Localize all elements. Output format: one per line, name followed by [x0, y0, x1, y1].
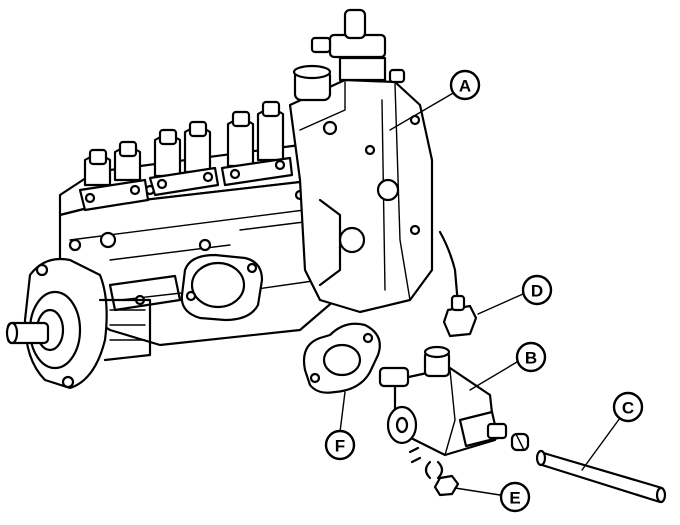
- callout-d: D: [521, 274, 553, 306]
- part-d-line-and-nut: [438, 230, 478, 338]
- callout-e: E: [499, 481, 531, 513]
- governor-housing: [288, 78, 434, 314]
- leader-lines: [339, 91, 621, 496]
- drive-flange: [5, 257, 152, 390]
- callout-e-label: E: [509, 489, 520, 508]
- delivery-valve-holders: [78, 100, 294, 212]
- part-f-gasket: [302, 322, 381, 394]
- callout-c-label: C: [622, 399, 634, 418]
- part-b-feed-pump: [378, 345, 508, 457]
- callout-d-label: D: [531, 282, 543, 301]
- part-e-washer-and-nut: [408, 446, 460, 497]
- top-fitting: [292, 8, 406, 102]
- inspection-cover: [180, 253, 264, 322]
- hose-clamp: [510, 432, 530, 452]
- part-c-fuel-hose: [535, 449, 667, 504]
- callout-c: C: [612, 391, 644, 423]
- callout-a-label: A: [459, 77, 471, 96]
- callout-f: F: [324, 429, 356, 461]
- callout-f-label: F: [335, 437, 345, 456]
- callout-b-label: B: [525, 349, 537, 368]
- callout-b: B: [515, 341, 547, 373]
- callout-a: A: [449, 69, 481, 101]
